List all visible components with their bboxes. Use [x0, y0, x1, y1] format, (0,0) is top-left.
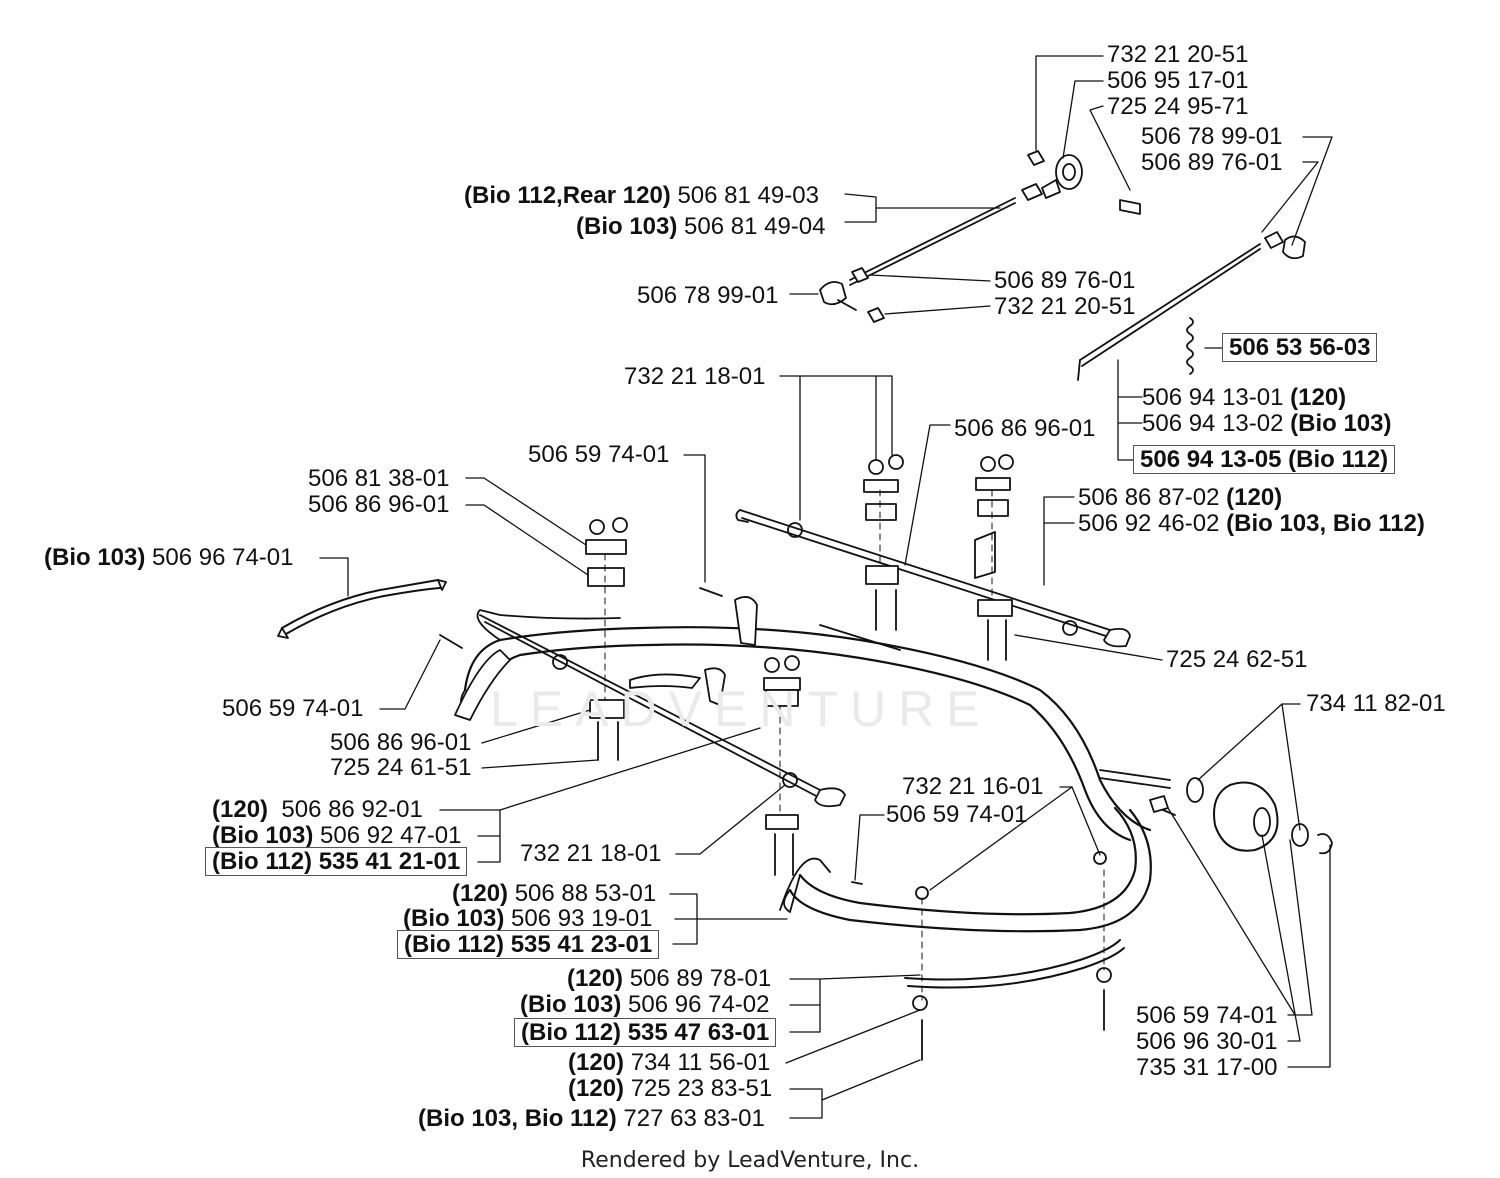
right-linkage-rod [1077, 231, 1306, 381]
part-label: 732 21 18-01 [520, 840, 662, 867]
part-label: (Bio 103) 506 96 74-01 [44, 544, 294, 571]
part-label: 732 21 16-01 [902, 773, 1044, 800]
part-label: 506 95 17-01 [1107, 67, 1249, 94]
part-label-highlighted: (Bio 112) 535 41 23-01 [397, 930, 660, 959]
part-label: 506 81 38-01 [308, 465, 450, 492]
part-label-highlighted: 506 53 56-03 [1222, 333, 1378, 362]
clamp-blocks [585, 477, 1013, 830]
left-arm-rod [479, 596, 846, 808]
part-label: 735 31 17-00 [1136, 1054, 1278, 1081]
nuts [552, 454, 1112, 1011]
part-label: 506 59 74-01 [886, 801, 1028, 828]
part-label: 506 94 13-02 (Bio 103) [1142, 410, 1392, 437]
part-label: (120) 506 88 53-01 [452, 880, 657, 907]
right-arm-rod [735, 509, 1131, 651]
part-label: 732 21 18-01 [624, 363, 766, 390]
part-label: 506 92 46-02 (Bio 103, Bio 112) [1078, 510, 1425, 537]
part-label: 506 86 96-01 [308, 491, 450, 518]
part-label: 506 59 74-01 [222, 695, 364, 722]
part-label-highlighted: (Bio 112) 535 47 63-01 [514, 1018, 777, 1047]
part-label-highlighted: (Bio 112) 535 41 21-01 [205, 847, 468, 876]
part-label: (Bio 103) 506 81 49-04 [576, 213, 826, 240]
part-label: (120) 734 11 56-01 [568, 1049, 771, 1076]
part-label: 732 21 20-51 [994, 293, 1136, 320]
part-label: 506 78 99-01 [637, 282, 779, 309]
part-label: (Bio 103) 506 93 19-01 [403, 905, 653, 932]
part-label-highlighted: 506 94 13-05 (Bio 112) [1133, 445, 1396, 474]
part-label: (120) 725 23 83-51 [568, 1075, 773, 1102]
part-label: 506 89 76-01 [994, 267, 1136, 294]
part-label: 725 24 95-71 [1107, 93, 1249, 120]
part-label: 506 78 99-01 [1141, 123, 1283, 150]
part-label: (Bio 103) 506 92 47-01 [212, 822, 462, 849]
part-label: 725 24 62-51 [1166, 646, 1308, 673]
part-label: 506 96 30-01 [1136, 1028, 1278, 1055]
watermark: LEADVENTURE [490, 681, 992, 737]
lower-strap [904, 939, 1125, 989]
part-label: (Bio 112,Rear 120) 506 81 49-03 [464, 182, 819, 209]
leader-lines [319, 55, 1333, 1119]
part-label: 732 21 20-51 [1107, 41, 1249, 68]
part-label: 506 59 74-01 [528, 441, 670, 468]
part-label: 734 11 82-01 [1306, 690, 1446, 717]
part-label: 506 59 74-01 [1136, 1002, 1278, 1029]
upper-linkage-rod [819, 150, 1141, 323]
part-label: 506 94 13-01 (120) [1142, 384, 1347, 411]
part-label: 506 86 96-01 [330, 729, 472, 756]
part-label: 506 86 87-02 (120) [1078, 484, 1283, 511]
lower-frame [779, 806, 1152, 933]
guide-lines [604, 489, 1105, 1001]
bolts [439, 587, 1176, 1061]
part-label: 725 24 61-51 [330, 754, 472, 781]
part-label: 506 89 76-01 [1141, 149, 1283, 176]
part-label: (120) 506 89 78-01 [567, 965, 772, 992]
axle-wheel-assembly [1099, 769, 1333, 855]
part-label: (Bio 103) 506 96 74-02 [520, 991, 770, 1018]
part-label: 506 86 96-01 [954, 415, 1096, 442]
render-credit: Rendered by LeadVenture, Inc. [580, 1148, 920, 1173]
part-label: (120) 506 86 92-01 [212, 796, 423, 823]
bio103-strap [277, 579, 447, 639]
part-label: (Bio 103, Bio 112) 727 63 83-01 [418, 1105, 765, 1132]
left-bracket [454, 649, 511, 721]
